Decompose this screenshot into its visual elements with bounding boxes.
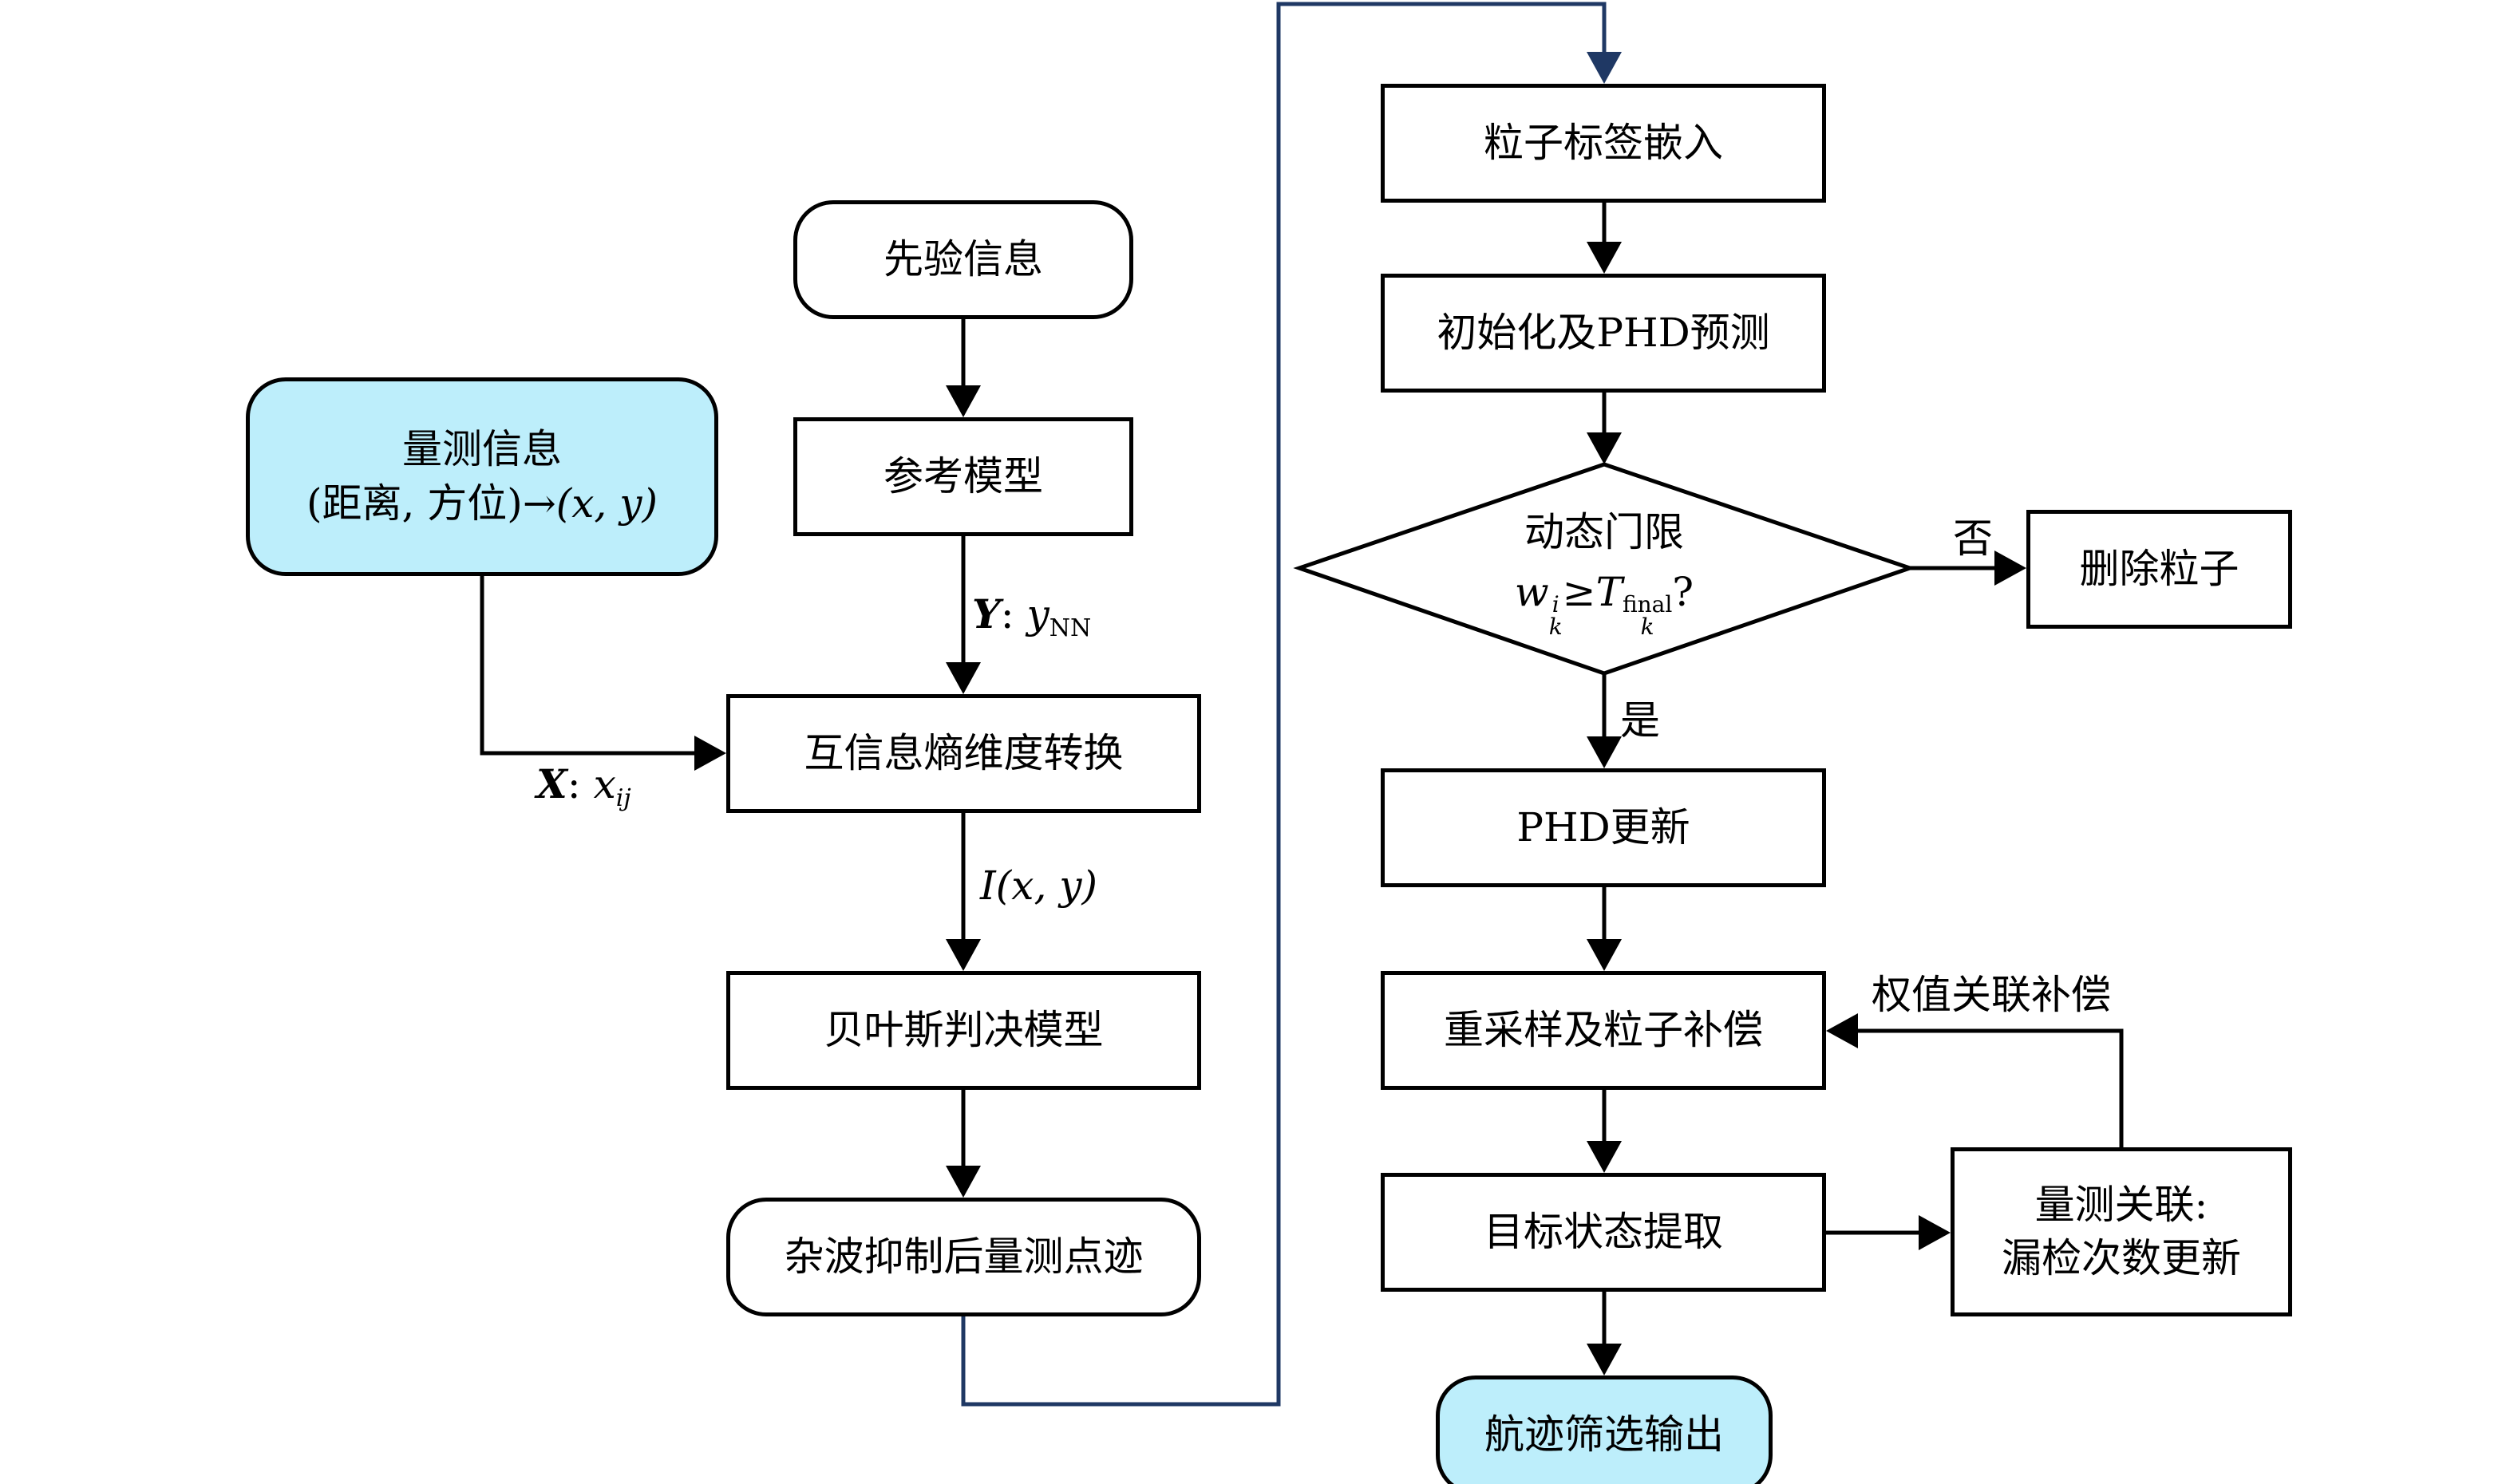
- arrow-head-down-icon: [946, 939, 981, 971]
- arrow-head-down-icon: [1587, 52, 1622, 84]
- dynamic-threshold-title: 动态门限: [1524, 509, 1684, 555]
- arrow-head-down-icon: [946, 385, 981, 417]
- edge-clutter-to-particle-embedding: [961, 2, 1607, 1407]
- edge-label-y-nn: Y: yNN: [972, 590, 1092, 642]
- edge-measurement-to-mutual: [480, 576, 722, 756]
- arrow-head-right-icon: [1919, 1215, 1951, 1250]
- edge-label-yes: 是: [1620, 697, 1660, 744]
- arrow-head-down-icon: [1587, 939, 1622, 971]
- phd-update-node: PHD更新: [1381, 768, 1826, 887]
- resample-compensate-label: 重采样及粒子补偿: [1444, 1006, 1763, 1053]
- edge-label-no: 否: [1953, 515, 1993, 562]
- mutual-info-conversion-node: 互信息熵维度转换: [726, 694, 1201, 813]
- phd-update-label: PHD更新: [1516, 803, 1690, 851]
- edge-label-mutual-info: I(x, y): [980, 862, 1097, 909]
- arrow-head-down-icon: [946, 1166, 981, 1198]
- init-phd-predict-label: 初始化及PHD预测: [1437, 309, 1770, 356]
- mutual-info-conversion-label: 互信息熵维度转换: [804, 729, 1124, 776]
- track-output-node: 航迹筛选输出: [1436, 1375, 1773, 1484]
- reference-model-label: 参考模型: [883, 452, 1043, 499]
- particle-label-embedding-label: 粒子标签嵌入: [1484, 119, 1723, 166]
- arrow-head-right-icon: [694, 736, 726, 771]
- track-output-label: 航迹筛选输出: [1484, 1411, 1724, 1458]
- arrow-head-down-icon: [1587, 1141, 1622, 1173]
- target-state-extraction-label: 目标状态提取: [1484, 1208, 1723, 1255]
- bayes-decision-label: 贝叶斯判决模型: [824, 1006, 1104, 1053]
- delete-particles-label: 删除粒子: [2079, 545, 2239, 592]
- measurement-info-node: 量测信息 (距离, 方位)→(x, y): [246, 377, 718, 576]
- arrow-head-right-icon: [1994, 551, 2026, 586]
- bayes-decision-node: 贝叶斯判决模型: [726, 971, 1201, 1090]
- missed-detection-update: 漏检次数更新: [2002, 1235, 2241, 1281]
- edge-association-to-resample: [1830, 1028, 2124, 1147]
- measurement-association-node: 量测关联: 漏检次数更新: [1951, 1147, 2292, 1316]
- edge-label-weight-compensation: 权值关联补偿: [1872, 972, 2111, 1018]
- arrow-head-down-icon: [1587, 242, 1622, 274]
- edge-label-x-ij: X: xij: [536, 760, 631, 812]
- measurement-info-title: 量测信息: [402, 426, 562, 472]
- arrow-head-down-icon: [1587, 432, 1622, 464]
- arrow-head-left-icon: [1826, 1013, 1858, 1048]
- reference-model-node: 参考模型: [793, 417, 1133, 536]
- measurement-info-conversion: (距离, 方位)→(x, y): [306, 480, 658, 527]
- arrow-head-down-icon: [1587, 1344, 1622, 1375]
- delete-particles-node: 删除粒子: [2026, 510, 2292, 629]
- clutter-suppressed-node: 杂波抑制后量测点迹: [726, 1198, 1201, 1316]
- prior-info-label: 先验信息: [883, 235, 1043, 282]
- measurement-association-title: 量测关联:: [2034, 1181, 2208, 1228]
- particle-label-embedding-node: 粒子标签嵌入: [1381, 84, 1826, 203]
- init-phd-predict-node: 初始化及PHD预测: [1381, 274, 1826, 393]
- clutter-suppressed-label: 杂波抑制后量测点迹: [784, 1233, 1144, 1280]
- arrow-head-down-icon: [946, 662, 981, 694]
- target-state-extraction-node: 目标状态提取: [1381, 1173, 1826, 1292]
- prior-info-node: 先验信息: [793, 200, 1133, 319]
- arrow-head-down-icon: [1587, 736, 1622, 768]
- resample-compensate-node: 重采样及粒子补偿: [1381, 971, 1826, 1090]
